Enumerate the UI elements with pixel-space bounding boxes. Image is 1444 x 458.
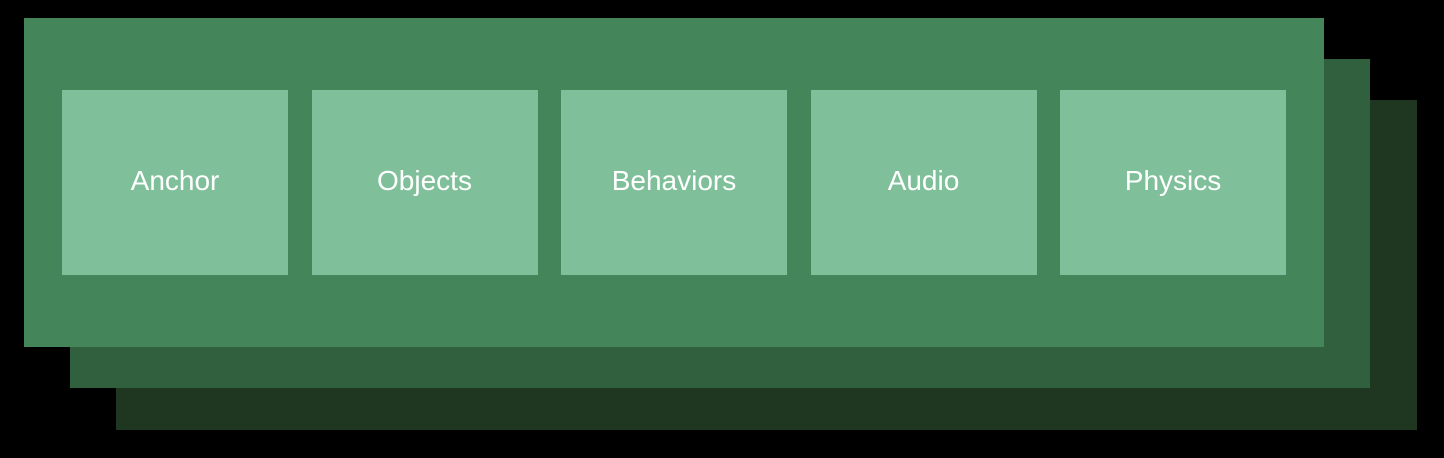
stack-layer-front: Anchor Objects Behaviors Audio Physics [24, 18, 1324, 347]
component-box-behaviors: Behaviors [561, 90, 787, 275]
component-label-anchor: Anchor [130, 164, 220, 196]
component-label-behaviors: Behaviors [611, 164, 737, 196]
component-box-anchor: Anchor [62, 90, 288, 275]
component-box-audio: Audio [810, 90, 1037, 275]
component-label-audio: Audio [887, 164, 960, 196]
component-label-objects: Objects [377, 164, 472, 196]
component-label-physics: Physics [1124, 164, 1222, 196]
component-box-physics: Physics [1060, 90, 1286, 275]
component-box-objects: Objects [311, 90, 538, 275]
component-row: Anchor Objects Behaviors Audio Physics [62, 90, 1286, 275]
